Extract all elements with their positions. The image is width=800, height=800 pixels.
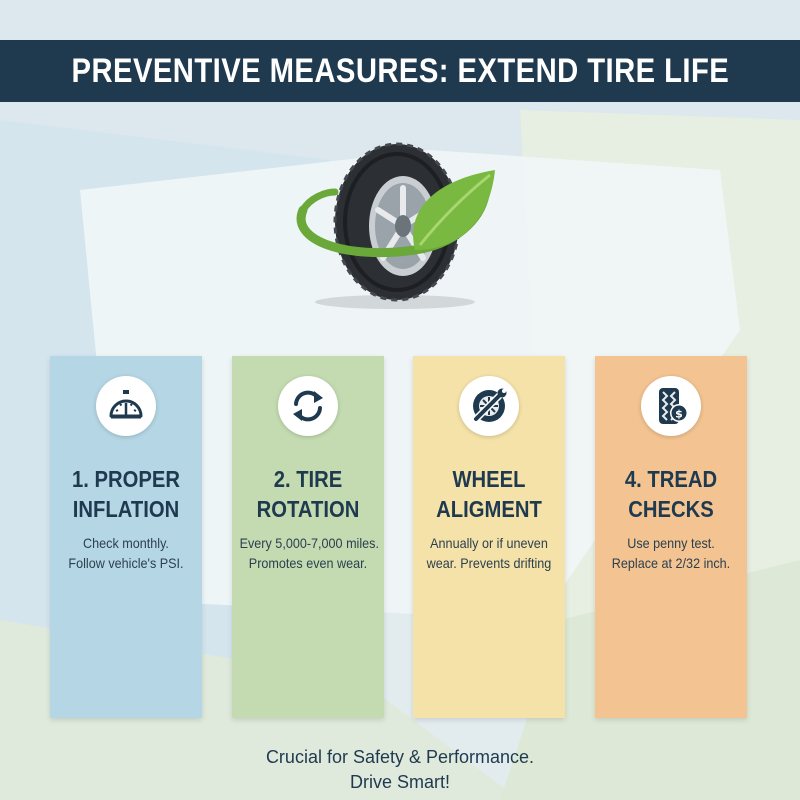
card-wheel-alignment: WHEEL ALIGMENT Annually or if uneven wea… [413,356,565,718]
card-icon-badge [96,376,156,436]
card-title: 2. TIRE ROTATION [256,466,360,522]
card-icon-badge [278,376,338,436]
page-title: PREVENTIVE MEASURES: EXTEND TIRE LIFE [71,51,729,90]
card-icon-badge [459,376,519,436]
card-description: Every 5,000-7,000 miles. Promotes even w… [239,535,379,571]
header-banner: PREVENTIVE MEASURES: EXTEND TIRE LIFE [0,40,800,102]
footer-tagline: Crucial for Safety & Performance. Drive … [265,747,535,792]
card-title: 4. TREAD CHECKS [624,466,718,522]
card-description: Annually or if uneven wear. Prevents dri… [426,535,552,571]
card-proper-inflation: 1. PROPER INFLATION Check monthly. Follo… [50,356,202,718]
card-description: Check monthly. Follow vehicle's PSI. [68,535,184,571]
card-tire-rotation: 2. TIRE ROTATION Every 5,000-7,000 miles… [232,356,384,718]
tire-with-leaf-icon [296,142,495,309]
wheel-wrench-icon [471,388,507,424]
card-icon-badge: $ [641,376,701,436]
pressure-gauge-icon [109,390,143,419]
card-title: WHEEL ALIGMENT [436,466,542,522]
tread-coin-icon: $ [659,388,688,424]
svg-text:$: $ [675,408,683,421]
hero-illustration [285,140,505,310]
rotation-arrows-icon [293,390,323,422]
card-description: Use penny test. Replace at 2/32 inch. [611,535,731,571]
card-tread-checks: $ 4. TREAD CHECKS Use penny test. Replac… [595,356,747,718]
card-title: 1. PROPER INFLATION [72,466,180,522]
